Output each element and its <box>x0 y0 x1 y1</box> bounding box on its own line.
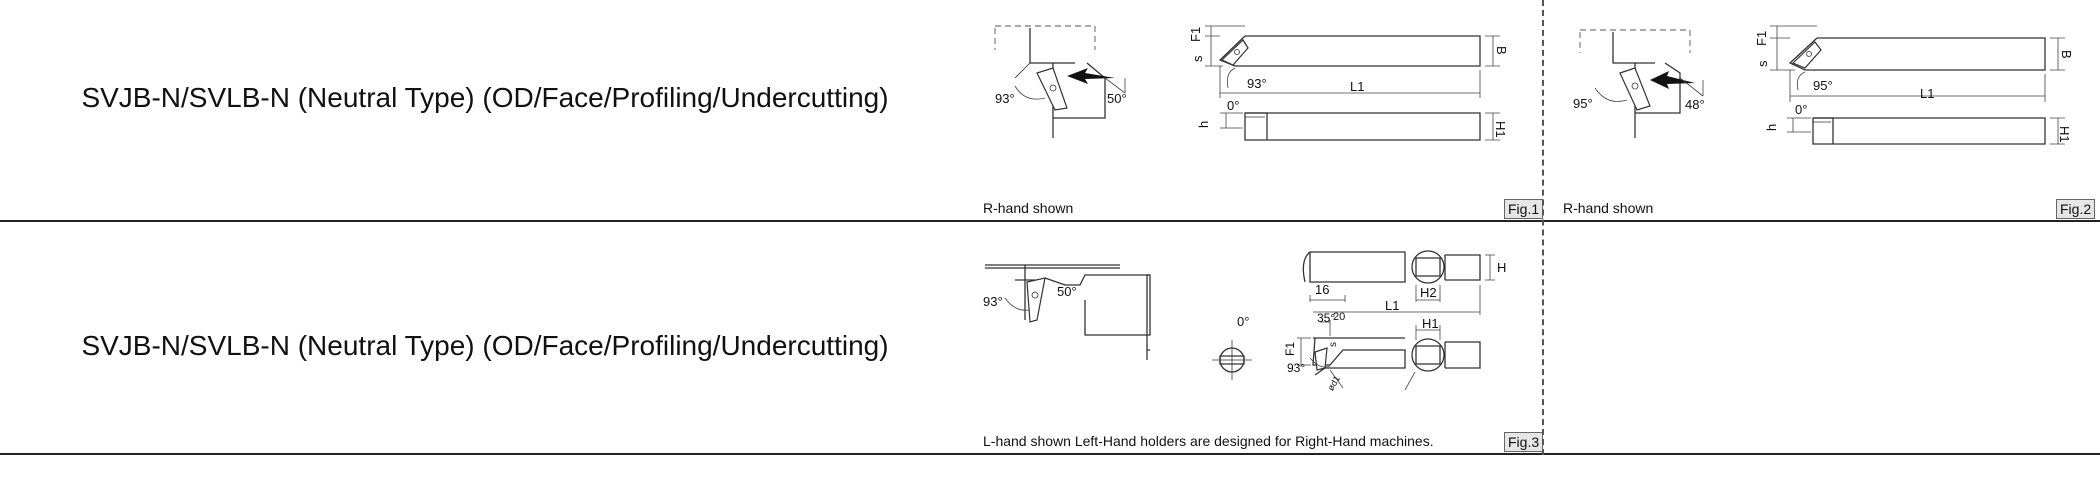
fig2-insert-view <box>1579 29 1704 138</box>
fig1-insert-angle: 93° <box>1247 76 1267 91</box>
fig3-dim-16: 16 <box>1315 282 1329 297</box>
fig1-l1: L1 <box>1350 79 1364 94</box>
fig2-caption: R-hand shown <box>1563 200 1654 216</box>
fig3-insert-view <box>985 264 1151 360</box>
fig3-zero: 0° <box>1237 314 1249 329</box>
fig3-approach-angle: 93° <box>983 294 1003 309</box>
fig2-f1: F1 <box>1754 31 1769 46</box>
fig1-drawing: 93° 50° F1 s 93° B L1 0° h H1 <box>994 25 1509 141</box>
fig3-insert-angle: 93° <box>1287 361 1305 375</box>
fig1-h: h <box>1196 121 1211 128</box>
fig1-b: B <box>1494 46 1509 55</box>
fig1-label: Fig.1 <box>1504 199 1544 219</box>
fig2-side-angle: 48° <box>1685 97 1705 112</box>
row-divider-1 <box>0 220 2100 222</box>
fig1-side-angle: 50° <box>1107 91 1127 106</box>
fig3-end-view <box>1212 340 1252 380</box>
row-2-title: SVJB-N/SVLB-N (Neutral Type) (OD/Face/Pr… <box>81 330 889 361</box>
fig3-h: H <box>1497 260 1506 275</box>
fig3-caption: L-hand shown Left-Hand holders are desig… <box>983 433 1434 449</box>
fig3-shank-bottom-view <box>1297 320 1481 391</box>
fig1-h1: H1 <box>1493 121 1508 138</box>
fig2-s: s <box>1755 60 1770 67</box>
fig2-zero: 0° <box>1795 102 1807 117</box>
fig2-holder-top-view <box>1770 25 2065 102</box>
fig3-f1: F1 <box>1283 342 1297 356</box>
fig1-zero: 0° <box>1227 98 1239 113</box>
row-1-title: SVJB-N/SVLB-N (Neutral Type) (OD/Face/Pr… <box>81 82 889 113</box>
fig2-h1: H1 <box>2057 126 2072 143</box>
fig3-dim-20: 20 <box>1333 311 1345 323</box>
fig3-s: s <box>1328 342 1339 347</box>
fig1-insert-view <box>994 25 1126 138</box>
fig2-b: B <box>2059 50 2074 59</box>
fig1-caption: R-hand shown <box>983 200 1074 216</box>
fig3-phi-d: ød1 <box>1326 374 1342 392</box>
fig1-approach-angle: 93° <box>995 91 1015 106</box>
fig2-drawing: 95° 48° F1 s 95° B L1 0° h H1 <box>1573 25 2074 145</box>
panel-separator <box>1542 0 1544 455</box>
fig2-approach-angle: 95° <box>1573 96 1593 111</box>
fig2-l1: L1 <box>1920 86 1934 101</box>
fig3-h1: H1 <box>1422 316 1439 331</box>
fig3-label: Fig.3 <box>1504 432 1544 452</box>
fig3-h2: H2 <box>1420 285 1437 300</box>
fig1-holder-top-view <box>1205 25 1500 98</box>
fig1-f1: F1 <box>1188 27 1203 42</box>
fig3-angle-35: 35° <box>1317 311 1335 325</box>
fig3-drawing: 93° 50° 0° 16 H2 H L1 35° 20 H1 <box>983 250 1506 392</box>
fig2-holder-side-view <box>1787 117 2065 145</box>
row-divider-2 <box>0 453 2100 455</box>
fig3-l1: L1 <box>1385 298 1399 313</box>
fig3-side-angle: 50° <box>1057 284 1077 299</box>
fig3-shank-top-view <box>1302 250 1495 315</box>
fig2-h: h <box>1764 124 1779 131</box>
fig1-holder-side-view <box>1220 112 1500 141</box>
fig2-label: Fig.2 <box>2056 199 2096 219</box>
fig1-s: s <box>1190 55 1205 62</box>
fig2-insert-angle: 95° <box>1813 78 1833 93</box>
